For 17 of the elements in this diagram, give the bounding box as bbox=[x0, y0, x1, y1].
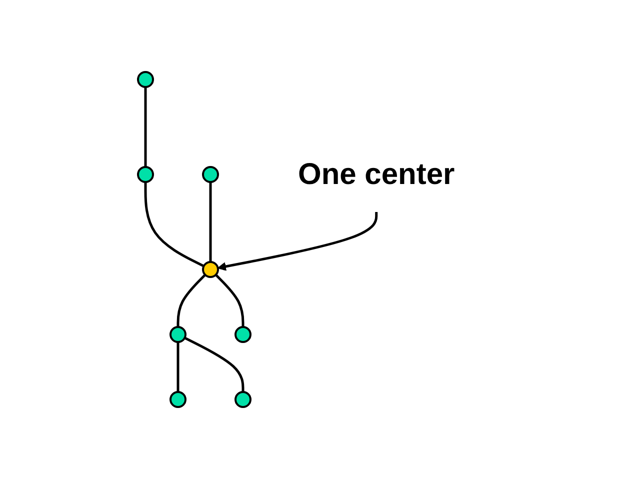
node-circle bbox=[202, 166, 220, 182]
node-circle bbox=[137, 70, 154, 88]
connector bbox=[176, 342, 180, 392]
connector bbox=[215, 273, 244, 326]
node-circle bbox=[234, 390, 252, 408]
connector bbox=[209, 182, 212, 262]
connector bbox=[176, 273, 206, 326]
node-circle bbox=[137, 166, 154, 182]
connector bbox=[144, 182, 204, 267]
arrow bbox=[218, 212, 378, 270]
node-circle bbox=[234, 326, 252, 342]
node-circle bbox=[170, 326, 187, 342]
node-text: One center bbox=[298, 158, 455, 190]
connector bbox=[184, 336, 244, 392]
node-circle bbox=[202, 260, 220, 278]
connector bbox=[144, 86, 147, 166]
node-circle bbox=[170, 390, 187, 408]
